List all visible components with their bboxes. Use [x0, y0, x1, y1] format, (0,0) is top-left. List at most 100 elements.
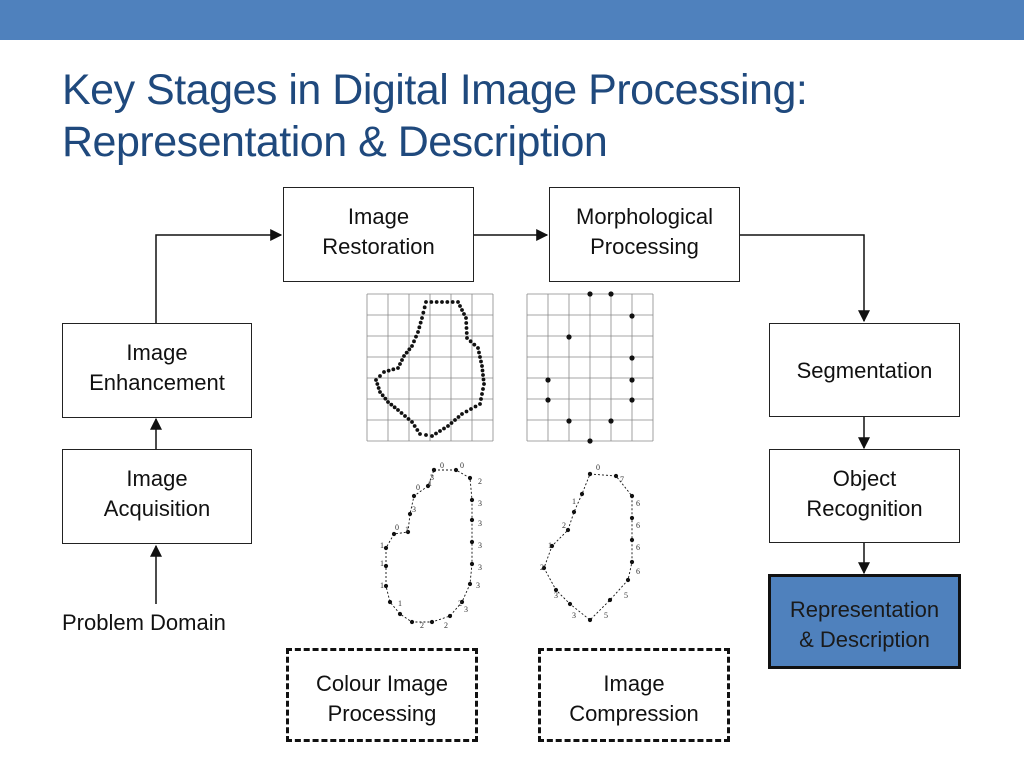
boundary-dot — [625, 577, 631, 583]
chain-code-label: 1 — [380, 559, 384, 568]
boundary-dot — [417, 325, 422, 330]
boundary-dot — [629, 313, 635, 319]
boundary-dot — [421, 310, 426, 315]
chain-code-label: 0 — [440, 461, 444, 470]
boundary-dot — [418, 432, 422, 436]
boundary-dot — [378, 390, 382, 394]
boundary-dot — [472, 342, 477, 347]
slide-title-line-2: Representation & Description — [62, 118, 608, 166]
boundary-dot — [629, 377, 635, 383]
chain-code-label: 3 — [476, 581, 480, 590]
boundary-dot — [389, 402, 394, 407]
boundary-dot — [478, 355, 482, 359]
boundary-dot — [430, 434, 434, 438]
image-restoration-box[interactable]: Image Restoration — [283, 187, 474, 282]
boundary-dot — [460, 308, 464, 312]
boundary-dot — [396, 366, 400, 370]
image-enhancement-label: Image Enhancement — [89, 340, 225, 395]
image-enhancement-box[interactable]: Image Enhancement — [62, 323, 252, 418]
boundary-dot — [469, 539, 475, 545]
boundary-dot — [382, 370, 386, 374]
boundary-dot — [407, 347, 412, 352]
problem-domain-label: Problem Domain — [62, 610, 226, 635]
chain-code-label: 3 — [478, 499, 482, 508]
boundary-dot — [411, 493, 417, 499]
boundary-dot — [607, 597, 613, 603]
chain-code-label: 1 — [398, 599, 402, 608]
colour-image-processing-box[interactable]: Colour Image Processing — [286, 648, 478, 742]
boundary-dot — [420, 316, 424, 320]
boundary-dot — [403, 414, 407, 418]
segmentation-box[interactable]: Segmentation — [769, 323, 960, 417]
boundary-dot — [376, 386, 381, 390]
boundary-dot — [629, 515, 635, 521]
boundary-dot — [450, 300, 455, 304]
chain-code-label: 3 — [478, 519, 482, 528]
boundary-dot — [565, 527, 571, 533]
chain-code-label: 3 — [464, 605, 468, 614]
boundary-dot — [549, 543, 555, 549]
arrow-morphological-to-segmentation — [740, 234, 870, 323]
boundary-dot — [464, 409, 469, 414]
boundary-dot — [481, 387, 485, 391]
boundary-dot — [402, 354, 406, 358]
image-compression-box[interactable]: Image Compression — [538, 648, 730, 742]
arrow-enhancement-to-restoration — [155, 229, 283, 324]
chain-code-label: 1 — [548, 541, 552, 550]
boundary-dot — [383, 396, 388, 401]
boundary-dot — [424, 433, 428, 437]
boundary-dot — [469, 497, 475, 503]
chain-code-label: 0 — [596, 463, 600, 472]
boundary-dot — [587, 438, 593, 444]
image-acquisition-label: Image Acquisition — [103, 466, 211, 521]
boundary-dot — [587, 291, 593, 297]
boundary-dot — [482, 382, 486, 386]
boundary-dot — [383, 563, 389, 569]
boundary-grid-left — [366, 293, 494, 442]
chain-code-label: 5 — [624, 591, 628, 600]
image-acquisition-box[interactable]: Image Acquisition — [62, 449, 252, 544]
boundary-dot — [410, 344, 414, 348]
boundary-dot — [378, 374, 382, 378]
morphological-processing-box[interactable]: Morphological Processing — [549, 187, 740, 282]
boundary-dot — [462, 312, 466, 316]
representation-description-box[interactable]: Representation & Description — [768, 574, 961, 669]
boundary-dot — [449, 421, 454, 425]
object-recognition-box[interactable]: Object Recognition — [769, 449, 960, 543]
chain-code-label: 6 — [636, 521, 640, 530]
boundary-dot — [479, 397, 483, 401]
boundary-dot — [467, 581, 473, 587]
chain-code-label: 7 — [620, 475, 624, 484]
chain-code-label: 1 — [405, 525, 409, 534]
boundary-dot — [445, 300, 450, 304]
object-recognition-label: Object Recognition — [806, 466, 923, 521]
chain-code-label: 5 — [604, 611, 608, 620]
chain-code-label: 3 — [572, 611, 576, 620]
boundary-dot — [629, 559, 635, 565]
morphological-processing-label: Morphological Processing — [576, 204, 713, 259]
boundary-dot — [383, 545, 389, 551]
chain-code-label: 3 — [478, 541, 482, 550]
boundary-dot — [477, 350, 481, 355]
boundary-dot — [396, 408, 400, 412]
boundary-dot — [431, 467, 437, 473]
boundary-dot — [553, 587, 559, 593]
boundary-dot — [386, 368, 391, 373]
boundary-dot — [480, 392, 484, 396]
chain-code-label: 0 — [416, 483, 420, 492]
chain-code-label: 0 — [460, 461, 464, 470]
boundary-dot — [392, 405, 397, 410]
boundary-dot — [425, 483, 431, 489]
chain-code-label: 6 — [636, 499, 640, 508]
boundary-dot — [456, 300, 460, 304]
image-restoration-label: Image Restoration — [322, 204, 435, 259]
boundary-dot — [424, 300, 428, 304]
boundary-dot — [464, 326, 469, 330]
boundary-dot — [412, 424, 417, 428]
representation-description-label: Representation & Description — [789, 597, 940, 652]
boundary-dot — [458, 304, 462, 308]
boundary-dot — [467, 475, 473, 481]
boundary-dot — [473, 404, 478, 409]
